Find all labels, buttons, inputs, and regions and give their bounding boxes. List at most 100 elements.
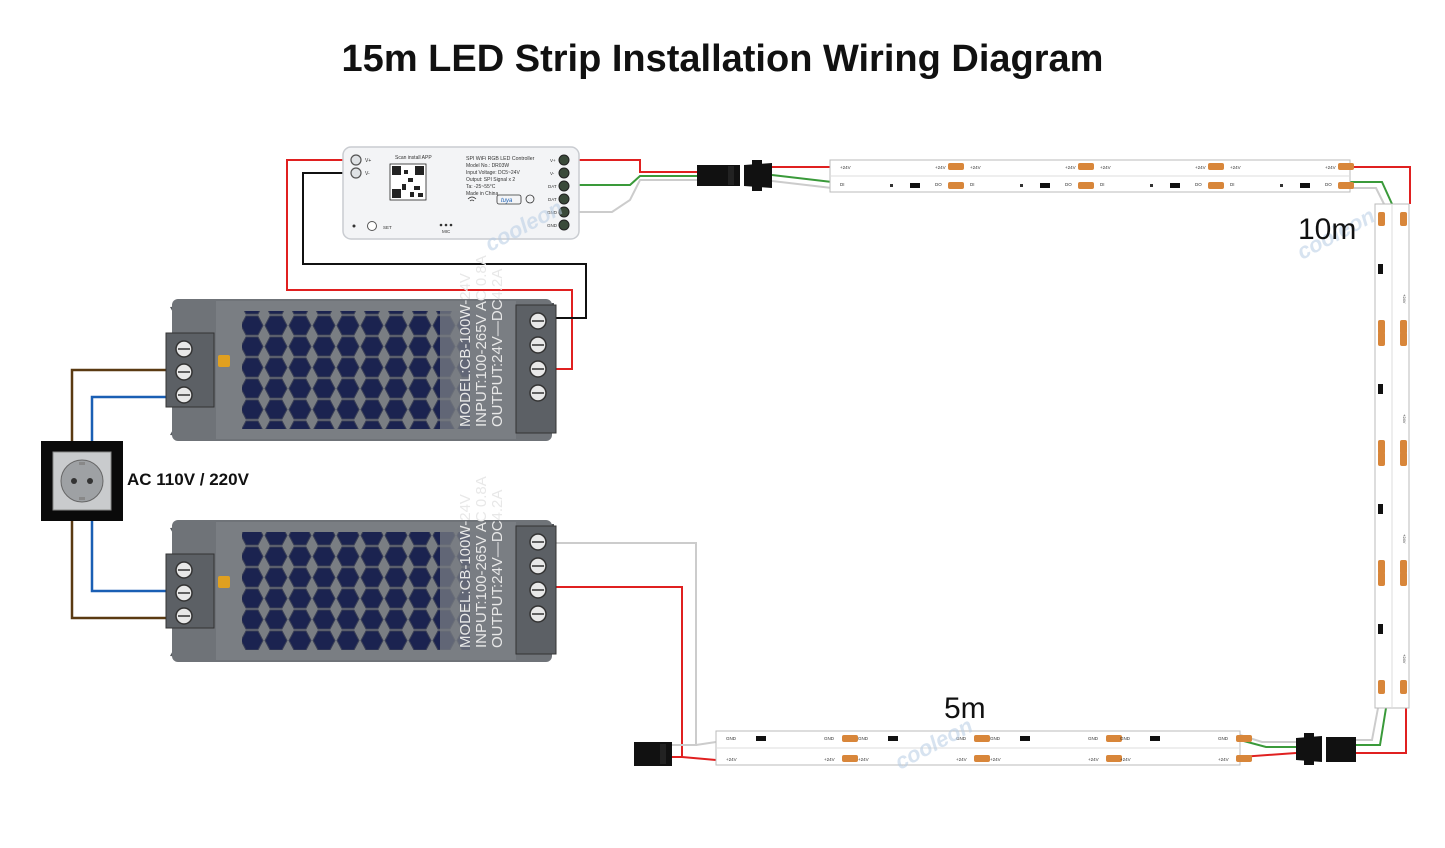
led-strip-pad xyxy=(1400,320,1407,334)
led-strip-marking: DI xyxy=(1230,182,1235,187)
led-strip-marking: +24V xyxy=(956,757,967,762)
led-strip-marking: DI xyxy=(840,182,845,187)
psu-vent-grille xyxy=(242,311,470,429)
controller-terminal-label-5: GND xyxy=(547,210,558,215)
wire-corner-white xyxy=(1350,187,1385,205)
strip-length-label-5m: 5m xyxy=(944,692,986,725)
led-strip-pad xyxy=(1338,182,1354,189)
led-strip-pad xyxy=(1400,560,1407,574)
wire-corner-red xyxy=(1350,166,1411,204)
controller-model: Model No.: DR03W xyxy=(466,163,509,169)
psu-output-text: OUTPUT:24V—DC4.2A xyxy=(489,269,506,427)
controller-scan-text: Scan install APP xyxy=(395,155,432,161)
controller-temp: Ta: -25~55°C xyxy=(466,184,496,190)
led-strip-ic-chip xyxy=(888,736,898,741)
led-strip-pad xyxy=(1236,735,1252,742)
controller-terminal-label-1: V+ xyxy=(550,158,556,163)
wire-psu2-negative xyxy=(540,542,697,746)
led-strip-pad xyxy=(1338,163,1354,170)
controller-input-terminal-positive xyxy=(350,154,362,166)
led-strip-marking: GND xyxy=(726,736,737,741)
led-strip-pad xyxy=(1400,680,1407,694)
led-strip-ic-chip xyxy=(1378,504,1383,514)
controller-input-voltage: Input Voltage: DC5~24V xyxy=(466,170,520,176)
led-strip-ic-chip xyxy=(1378,264,1383,274)
led-strip-pad xyxy=(1400,332,1407,346)
led-strip-pad xyxy=(1378,212,1385,226)
led-strip-component xyxy=(890,184,893,187)
led-strip-marking: DO xyxy=(935,182,942,187)
led-strip-marking: +24V xyxy=(1100,165,1111,170)
psu-fuse-icon xyxy=(218,355,230,367)
led-strip-marking: +24V xyxy=(1065,165,1076,170)
connector-bottom-left xyxy=(634,742,672,766)
led-strip-vertical-10m: +24V+24V+24V+24V xyxy=(1374,203,1410,709)
led-strip-pad xyxy=(1236,755,1252,762)
set-label: SET xyxy=(383,225,392,230)
led-strip-pad xyxy=(1378,440,1385,454)
led-strip-pad xyxy=(948,163,964,170)
led-strip-marking: DI xyxy=(1100,182,1105,187)
wall-socket xyxy=(41,441,123,521)
led-strip-marking: +24V xyxy=(1218,757,1229,762)
led-strip-marking: +24V xyxy=(858,757,869,762)
wire-corner-green xyxy=(1350,181,1393,205)
controller-output-terminals xyxy=(558,154,570,231)
psu-input-text: INPUT:100-265V AC 0.8A xyxy=(473,255,490,427)
led-strip-ic-chip xyxy=(756,736,766,741)
led-strip-ic-chip xyxy=(1300,183,1310,188)
led-strip-ic-chip xyxy=(1378,384,1383,394)
wifi-led-controller: V+ V- Scan install APP SPI WiFi RGB LED … xyxy=(342,146,580,240)
controller-terminal-label-4: DAT xyxy=(548,197,557,202)
led-strip-pad xyxy=(1378,680,1385,694)
led-strip-pad xyxy=(1400,452,1407,466)
led-strip-marking: GND xyxy=(1218,736,1229,741)
led-strip-pad xyxy=(1400,440,1407,454)
psu-label-area xyxy=(440,532,490,650)
led-strip-marking: +24V xyxy=(970,165,981,170)
led-strip-pad xyxy=(1208,163,1224,170)
strip-length-label-10m: 10m xyxy=(1298,213,1357,246)
led-strip-pad xyxy=(1378,452,1385,466)
led-strip-ic-chip xyxy=(1170,183,1180,188)
connector-top-female xyxy=(697,165,740,186)
controller-terminal-label-6: GND xyxy=(547,223,558,228)
connector-bottom-right-female xyxy=(1326,737,1356,762)
wifi-icon xyxy=(467,196,477,202)
led-strip-marking: +24V xyxy=(1325,165,1336,170)
led-strip-pad xyxy=(974,755,990,762)
led-strip-component xyxy=(1280,184,1283,187)
led-strip-ic-chip xyxy=(1378,624,1383,634)
wire-bottom-strip-green xyxy=(1239,739,1296,748)
microphone-icon xyxy=(439,223,453,227)
led-strip-marking: GND xyxy=(990,736,1001,741)
led-strip-component xyxy=(1150,184,1153,187)
qr-code xyxy=(389,163,427,201)
wire-bottom-right-white xyxy=(1356,707,1379,741)
led-strip-bottom-5m: GND+24VGND+24VGND+24VGND+24VGND+24VGND+2… xyxy=(715,730,1252,766)
set-button[interactable] xyxy=(367,221,377,231)
wire-left-connector-white xyxy=(695,741,717,746)
diagram-title: 15m LED Strip Installation Wiring Diagra… xyxy=(341,38,1104,80)
led-strip-pad xyxy=(842,735,858,742)
led-strip-marking: +24V xyxy=(1402,534,1407,544)
led-strip-pad xyxy=(1378,572,1385,586)
wire-bottom-right-green xyxy=(1356,707,1387,746)
led-strip-top: +24VDI+24VDO+24VDI+24VDO+24VDI+24VDO+24V… xyxy=(829,159,1354,193)
wire-psu1-positive-to-controller xyxy=(286,159,573,370)
led-strip-pad xyxy=(1400,212,1407,226)
led-strip-pad xyxy=(1378,332,1385,346)
controller-name: SPI WiFi RGB LED Controller xyxy=(466,156,535,162)
wire-bottom-right-red xyxy=(1356,708,1407,754)
led-strip-marking: GND xyxy=(1088,736,1099,741)
led-strip-marking: +24V xyxy=(1230,165,1241,170)
psu-output-text: OUTPUT:24V—DC4.2A xyxy=(489,490,506,648)
connector-bottom-right-male xyxy=(1296,733,1322,765)
led-strip-pad xyxy=(1106,735,1122,742)
led-strip-marking: DO xyxy=(1325,182,1332,187)
led-strip-ic-chip xyxy=(1150,736,1160,741)
led-strip-pad xyxy=(974,735,990,742)
